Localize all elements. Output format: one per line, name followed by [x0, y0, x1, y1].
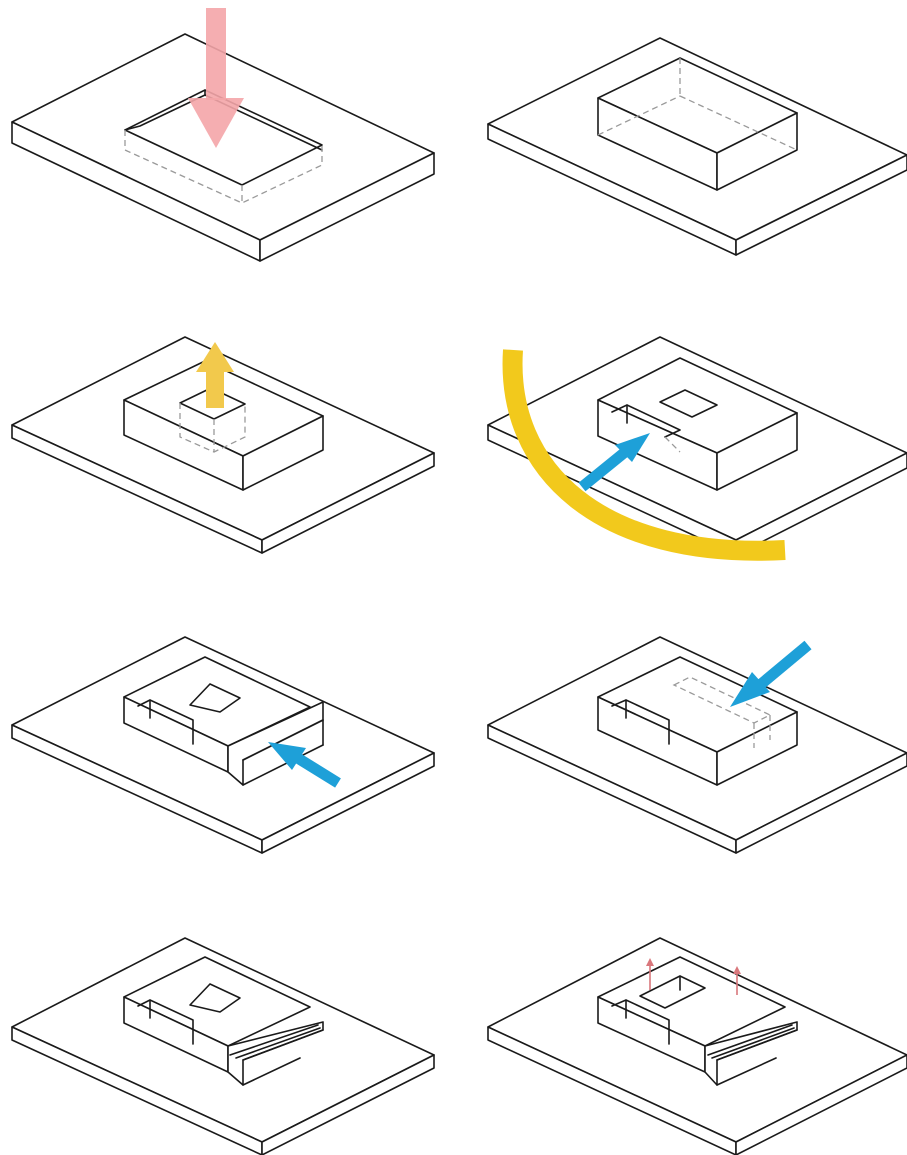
panel-8-result-with-ticks	[488, 938, 907, 1155]
panel-4-rotate-and-push	[488, 337, 907, 555]
panel-3-extrude-up	[12, 337, 434, 553]
panel-2-raised-box	[488, 38, 907, 255]
panel-6-push-in-back	[488, 637, 907, 853]
panel-7-result	[12, 938, 434, 1155]
panel-5-push-in-side	[12, 637, 434, 853]
panel-1-recess-cut	[12, 8, 434, 261]
